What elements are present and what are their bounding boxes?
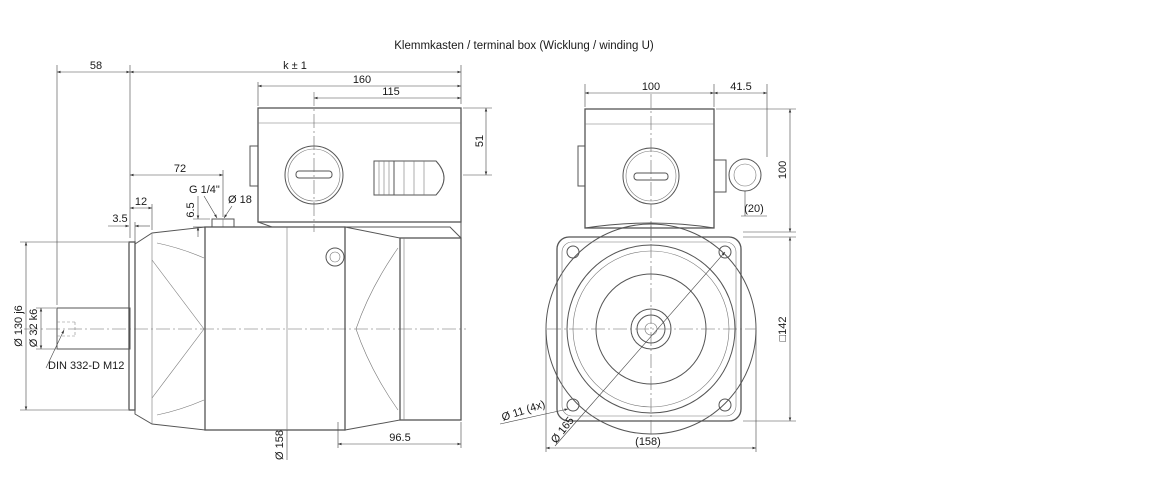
dim-100-width: 100 — [642, 81, 660, 93]
front-view: 100 41.5 100 (20) □142 Ø 11 (4x) Ø 165 (… — [499, 81, 796, 452]
mount-hole — [566, 245, 580, 259]
dim-51: 51 — [474, 135, 486, 147]
rear-housing — [399, 237, 462, 421]
dim-58: 58 — [90, 60, 102, 72]
front-cover — [134, 226, 206, 431]
side-view: 58 k ± 1 160 115 51 72 G 1/4" 12 6.5 Ø 1… — [13, 60, 492, 460]
dim-k: k ± 1 — [283, 60, 307, 72]
motor-body — [204, 226, 346, 431]
dim-dia-165: Ø 165 — [549, 415, 577, 446]
dim-160: 160 — [353, 74, 371, 86]
dim-3-5: 3.5 — [112, 213, 127, 225]
dim-115: 115 — [382, 86, 400, 98]
front-terminal-box — [584, 108, 715, 229]
eyebolt — [325, 247, 345, 267]
dim-41-5: 41.5 — [730, 81, 751, 93]
dim-158-parenthetical: (158) — [635, 436, 661, 448]
mount-hole — [718, 245, 732, 259]
drawing-title: Klemmkasten / terminal box (Wicklung / w… — [394, 40, 654, 52]
dim-dia-18: Ø 18 — [228, 194, 252, 206]
dim-72: 72 — [174, 163, 186, 175]
dim-square-142: □142 — [777, 317, 789, 342]
dim-dia-32: Ø 32 k6 — [28, 309, 40, 348]
dim-12: 12 — [135, 196, 147, 208]
mount-hole — [718, 398, 732, 412]
thread-g14: G 1/4" — [189, 184, 220, 196]
dim-100-height: 100 — [777, 161, 789, 179]
mount-hole — [566, 398, 580, 412]
terminal-box — [257, 107, 462, 223]
dim-20: (20) — [744, 203, 764, 215]
dim-dia-11: Ø 11 (4x) — [500, 399, 547, 424]
shaft — [56, 307, 131, 350]
dim-6-5: 6.5 — [185, 202, 197, 217]
center-hole-din: DIN 332-D M12 — [48, 360, 124, 372]
dim-dia-130: Ø 130 j6 — [13, 305, 25, 347]
dim-dia-158: Ø 158 — [274, 430, 286, 460]
dim-96-5: 96.5 — [389, 432, 410, 444]
